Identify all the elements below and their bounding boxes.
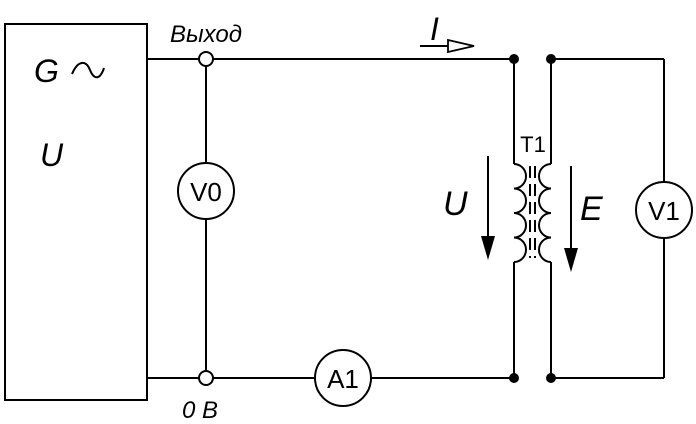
generator-voltage-label: U	[40, 137, 64, 173]
output-terminal-label: Выход	[170, 21, 242, 48]
ground-terminal	[198, 370, 214, 386]
primary-winding	[513, 163, 527, 263]
ground-terminal-label: 0 В	[182, 397, 218, 424]
junction-dots	[509, 54, 556, 383]
ammeter-a1-label: A1	[327, 364, 359, 394]
secondary-winding	[538, 163, 552, 263]
down-arrow-icon	[564, 166, 578, 272]
generator-symbol: G	[34, 53, 59, 89]
hollow-arrow-right-icon	[420, 38, 475, 54]
secondary-emf-label: E	[580, 190, 603, 228]
voltmeter-v0: V0	[177, 162, 235, 220]
primary-voltage-label: U	[443, 185, 468, 223]
output-terminal	[198, 51, 214, 67]
voltmeter-v0-label: V0	[190, 177, 222, 207]
sine-wave-icon	[71, 62, 105, 79]
transformer-t1: T1	[513, 132, 552, 263]
wires	[147, 58, 665, 379]
ammeter-a1: A1	[314, 349, 372, 407]
voltmeter-v1: V1	[635, 181, 693, 239]
down-arrow-icon	[481, 156, 495, 260]
current-label: I	[430, 11, 439, 47]
voltmeter-v1-label: V1	[648, 196, 680, 226]
transformer-label: T1	[520, 132, 546, 157]
generator-block	[4, 23, 148, 401]
